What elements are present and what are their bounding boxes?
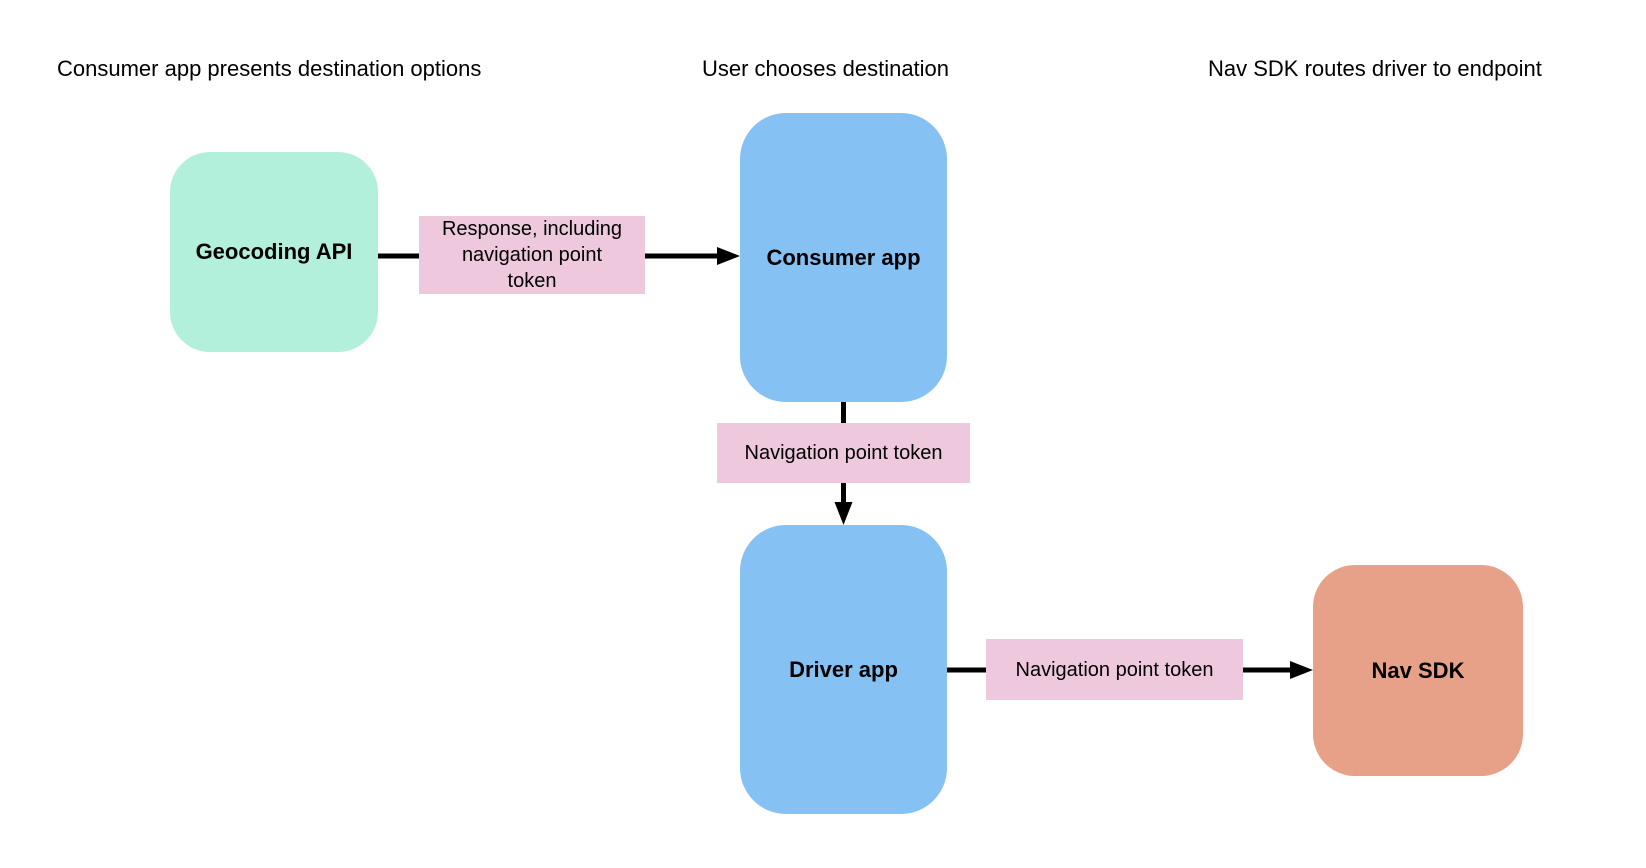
node-geocoding-api-label: Geocoding API bbox=[195, 239, 353, 264]
stage-heading-user-chooses: User chooses destination bbox=[702, 56, 950, 81]
edge-label-line: Response, including bbox=[441, 218, 623, 240]
edge-label-navigation-point-token-horizontal: Navigation point token bbox=[986, 639, 1243, 700]
edge-label-line: token bbox=[507, 270, 557, 292]
arrow-driver-to-navsdk-head bbox=[1290, 661, 1313, 679]
arrow-geocoding-to-consumer-head bbox=[717, 247, 740, 265]
stage-heading-consumer-presents: Consumer app presents destination option… bbox=[57, 56, 482, 81]
node-consumer-app: Consumer app bbox=[740, 113, 947, 402]
arrow-consumer-to-driver-head bbox=[834, 502, 853, 525]
node-driver-app-label: Driver app bbox=[789, 656, 898, 682]
node-driver-app: Driver app bbox=[740, 525, 947, 814]
edge-label-response-including-token: Response, including navigation point tok… bbox=[419, 216, 645, 294]
edge-label-navigation-point-token-vertical: Navigation point token bbox=[717, 423, 970, 483]
edge-label-line: navigation point bbox=[461, 244, 603, 266]
edge-label-line: Navigation point token bbox=[1015, 658, 1214, 681]
stage-heading-navsdk-routes: Nav SDK routes driver to endpoint bbox=[1208, 56, 1542, 81]
node-consumer-app-label: Consumer app bbox=[766, 244, 921, 270]
edge-label-line: Navigation point token bbox=[744, 442, 943, 464]
node-geocoding-api: Geocoding API bbox=[170, 152, 378, 352]
node-nav-sdk-label: Nav SDK bbox=[1371, 657, 1465, 683]
node-nav-sdk: Nav SDK bbox=[1313, 565, 1523, 776]
